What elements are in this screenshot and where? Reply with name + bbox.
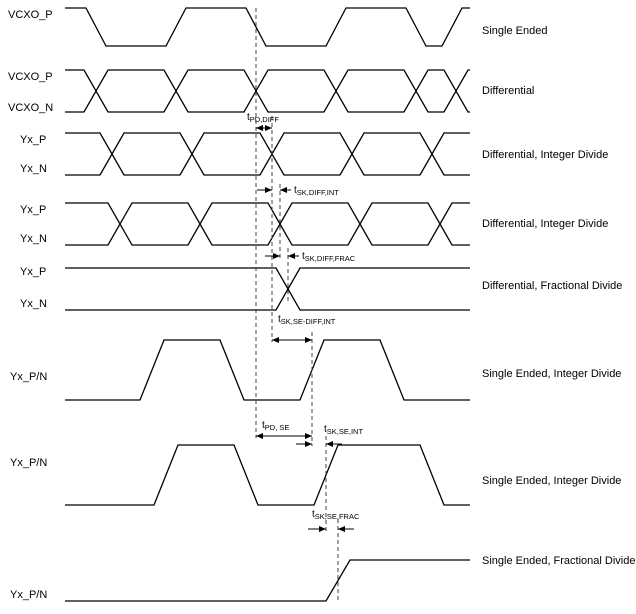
row-description-diff-frac: Differential, Fractional Divide — [482, 280, 622, 292]
tsk-se-int-arrowhead-left — [305, 441, 312, 447]
tsk-se-diff-int-arrowhead-right — [305, 337, 312, 343]
tsk-diff-frac-arrowhead-right — [288, 253, 295, 259]
signal-label-yx-pn-int2: Yx_P/N — [10, 457, 47, 469]
timing-label-tsk-se-int: tSK,SE,INT — [324, 424, 363, 436]
tpd-diff-arrowhead-left — [256, 125, 263, 131]
signal-label-yx-n-frac: Yx_N — [20, 298, 47, 310]
timing-label-tpd-diff: tPD,DIFF — [247, 112, 279, 124]
timing-label-tsk-se-diff-int: tSK,SE-DIFF,INT — [278, 314, 336, 326]
signal-label-yx-p-frac: Yx_P — [20, 266, 46, 278]
waveform-vcxo-single-ended — [65, 7, 470, 47]
waveform-se-int1 — [65, 339, 470, 401]
timing-label-tpd-se: tPD, SE — [262, 420, 289, 432]
tpd-se-arrowhead-right — [305, 433, 312, 439]
row-description-differential: Differential — [482, 85, 534, 97]
waveform-diff-int2-p — [65, 202, 470, 246]
signal-label-vcxo-n-diff: VCXO_N — [8, 102, 53, 114]
waveform-se-int2 — [65, 444, 470, 506]
timing-label-tsk-diff-int: tSK,DIFF,INT — [294, 185, 339, 197]
signal-label-yx-n-int1: Yx_N — [20, 163, 47, 175]
waveforms — [65, 7, 470, 602]
timing-parameter-labels: tPD,DIFF tSK,DIFF,INT tSK,DIFF,FRAC tSK,… — [247, 112, 363, 521]
waveform-vcxo-diff-p — [65, 69, 470, 113]
reference-lines — [255, 8, 339, 601]
tpd-diff-arrowhead-right — [265, 125, 272, 131]
signal-label-vcxo-p-single: VCXO_P — [8, 9, 53, 21]
signal-label-yx-pn-int1: Yx_P/N — [10, 371, 47, 383]
timing-label-tsk-se-frac: tSK,SE,FRAC — [312, 509, 360, 521]
tsk-diff-int-arrowhead-right — [280, 187, 287, 193]
tsk-se-int-arrowhead-right — [326, 441, 333, 447]
row-description-diff-int1: Differential, Integer Divide — [482, 149, 608, 161]
waveform-diff-frac-p — [65, 267, 470, 311]
tpd-se-arrowhead-left — [256, 433, 263, 439]
waveform-vcxo-diff-n — [65, 69, 470, 113]
waveform-diff-int2-n — [65, 202, 470, 246]
tsk-se-frac-arrowhead-right — [338, 526, 345, 532]
tsk-diff-frac-arrowhead-left — [273, 253, 280, 259]
tsk-se-diff-int-arrowhead-left — [272, 337, 279, 343]
signal-label-yx-pn-frac: Yx_P/N — [10, 589, 47, 601]
row-description-se-int2: Single Ended, Integer Divide — [482, 475, 621, 487]
row-description-diff-int2: Differential, Integer Divide — [482, 218, 608, 230]
signal-labels: VCXO_P VCXO_P VCXO_N Yx_P Yx_N Yx_P Yx_N… — [8, 9, 53, 601]
waveform-diff-int1-p — [65, 132, 470, 176]
waveform-se-frac — [65, 559, 470, 602]
signal-label-yx-p-int2: Yx_P — [20, 204, 46, 216]
timing-label-tsk-diff-frac: tSK,DIFF,FRAC — [302, 251, 356, 263]
signal-label-vcxo-p-diff: VCXO_P — [8, 71, 53, 83]
waveform-diff-frac-n — [65, 267, 470, 311]
row-description-single-ended: Single Ended — [482, 25, 547, 37]
row-description-se-int1: Single Ended, Integer Divide — [482, 368, 621, 380]
row-description-se-frac: Single Ended, Fractional Divide — [482, 555, 635, 567]
tsk-diff-int-arrowhead-left — [265, 187, 272, 193]
signal-label-yx-n-int2: Yx_N — [20, 233, 47, 245]
tsk-se-frac-arrowhead-left — [319, 526, 326, 532]
signal-label-yx-p-int1: Yx_P — [20, 134, 46, 146]
timing-arrows — [256, 125, 354, 532]
row-descriptions: Single Ended Differential Differential, … — [482, 25, 635, 567]
waveform-diff-int1-n — [65, 132, 470, 176]
